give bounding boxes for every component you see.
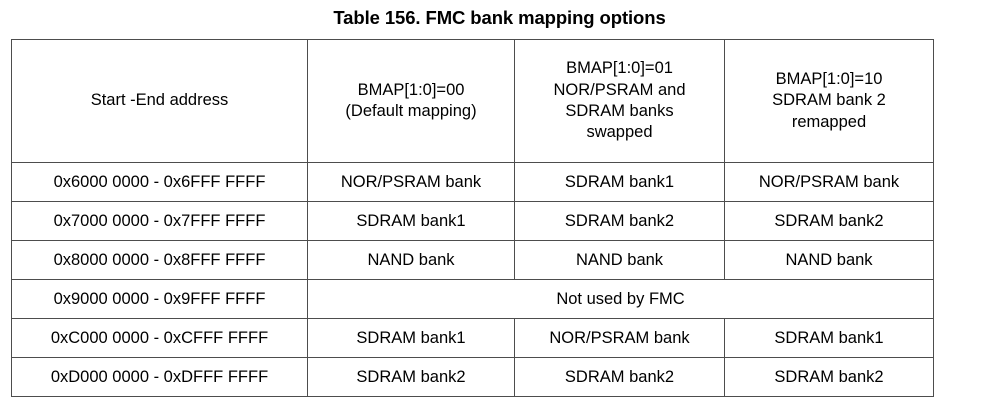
cell-bmap10: NOR/PSRAM bank	[724, 162, 934, 202]
cell-bmap01: NOR/PSRAM bank	[514, 318, 725, 358]
cell-bmap01: SDRAM bank2	[514, 357, 725, 397]
column-header-bmap10: BMAP[1:0]=10 SDRAM bank 2 remapped	[724, 39, 934, 163]
cell-bmap01: SDRAM bank1	[514, 162, 725, 202]
cell-bmap10: SDRAM bank2	[724, 201, 934, 241]
cell-not-used-by-fmc: Not used by FMC	[307, 279, 934, 319]
table-body: 0x6000 0000 - 0x6FFF FFFF NOR/PSRAM bank…	[11, 162, 934, 397]
cell-bmap01: SDRAM bank2	[514, 201, 725, 241]
table-row: 0x6000 0000 - 0x6FFF FFFF NOR/PSRAM bank…	[11, 162, 934, 202]
column-header-address: Start -End address	[11, 39, 308, 163]
cell-bmap10: SDRAM bank2	[724, 357, 934, 397]
fmc-bank-mapping-table: Start -End address BMAP[1:0]=00 (Default…	[11, 39, 934, 397]
table-caption: Table 156. FMC bank mapping options	[333, 7, 666, 28]
column-header-bmap01-line2: NOR/PSRAM and	[553, 80, 686, 99]
table-row: 0x7000 0000 - 0x7FFF FFFF SDRAM bank1 SD…	[11, 201, 934, 241]
table-header-row: Start -End address BMAP[1:0]=00 (Default…	[11, 39, 934, 163]
cell-address: 0x6000 0000 - 0x6FFF FFFF	[11, 162, 308, 202]
table-header: Start -End address BMAP[1:0]=00 (Default…	[11, 39, 934, 163]
cell-bmap01: NAND bank	[514, 240, 725, 280]
cell-address: 0xD000 0000 - 0xDFFF FFFF	[11, 357, 308, 397]
cell-bmap00: NOR/PSRAM bank	[307, 162, 515, 202]
table-row: 0xC000 0000 - 0xCFFF FFFF SDRAM bank1 NO…	[11, 318, 934, 358]
column-header-bmap00: BMAP[1:0]=00 (Default mapping)	[307, 39, 515, 163]
column-header-bmap01: BMAP[1:0]=01 NOR/PSRAM and SDRAM banks s…	[514, 39, 725, 163]
cell-bmap10: SDRAM bank1	[724, 318, 934, 358]
cell-address: 0xC000 0000 - 0xCFFF FFFF	[11, 318, 308, 358]
cell-bmap00: NAND bank	[307, 240, 515, 280]
table-row: 0x8000 0000 - 0x8FFF FFFF NAND bank NAND…	[11, 240, 934, 280]
cell-address: 0x9000 0000 - 0x9FFF FFFF	[11, 279, 308, 319]
cell-bmap00: SDRAM bank1	[307, 318, 515, 358]
cell-bmap00: SDRAM bank2	[307, 357, 515, 397]
table-row: 0x9000 0000 - 0x9FFF FFFF Not used by FM…	[11, 279, 934, 319]
column-header-bmap10-line3: remapped	[791, 112, 867, 131]
column-header-bmap01-line1: BMAP[1:0]=01	[566, 59, 673, 78]
column-header-bmap00-line2: (Default mapping)	[345, 102, 477, 120]
cell-bmap10: NAND bank	[724, 240, 934, 280]
table-row: 0xD000 0000 - 0xDFFF FFFF SDRAM bank2 SD…	[11, 357, 934, 397]
cell-address: 0x8000 0000 - 0x8FFF FFFF	[11, 240, 308, 280]
column-header-bmap10-line2: SDRAM bank 2	[772, 91, 886, 110]
column-header-bmap00-line1: BMAP[1:0]=00	[357, 80, 465, 99]
column-header-bmap10-line1: BMAP[1:0]=10	[775, 69, 883, 88]
cell-address: 0x7000 0000 - 0x7FFF FFFF	[11, 201, 308, 241]
column-header-bmap01-line3: SDRAM banks	[565, 102, 674, 120]
column-header-bmap01-line4: swapped	[586, 123, 653, 142]
cell-bmap00: SDRAM bank1	[307, 201, 515, 241]
